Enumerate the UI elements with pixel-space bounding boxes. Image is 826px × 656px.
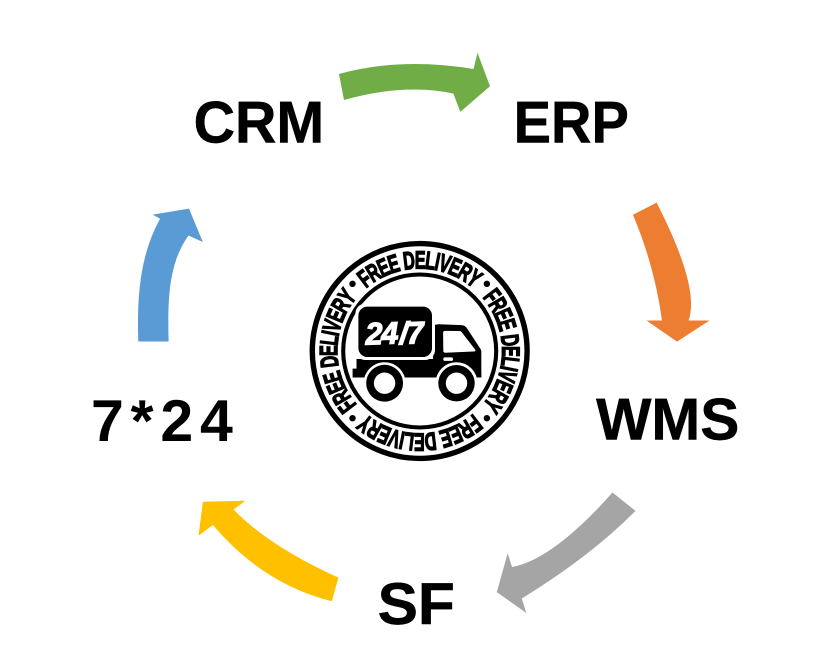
- svg-text:D: D: [315, 354, 344, 369]
- svg-text:I: I: [397, 426, 407, 454]
- svg-text:D: D: [423, 426, 438, 455]
- svg-text:L: L: [402, 426, 415, 455]
- svg-text:I: I: [317, 328, 345, 338]
- svg-text:SF: SF: [378, 571, 455, 637]
- svg-text:/7: /7: [397, 315, 426, 351]
- svg-text:E: E: [315, 345, 343, 356]
- svg-text:D: D: [402, 247, 417, 276]
- svg-text:7*24: 7*24: [91, 388, 240, 454]
- svg-text:WMS: WMS: [596, 387, 739, 453]
- svg-text:I: I: [432, 248, 442, 276]
- svg-text:L: L: [315, 334, 344, 347]
- svg-text:D: D: [495, 333, 524, 348]
- svg-text:L: L: [495, 355, 524, 368]
- svg-text:I: I: [494, 364, 522, 374]
- svg-text:ERP: ERP: [514, 89, 629, 155]
- svg-text:E: E: [496, 346, 524, 357]
- svg-text:E: E: [414, 427, 425, 455]
- svg-text:CRM: CRM: [194, 90, 325, 156]
- svg-text:L: L: [424, 247, 437, 276]
- svg-text:24: 24: [364, 315, 399, 351]
- svg-text:E: E: [415, 246, 426, 274]
